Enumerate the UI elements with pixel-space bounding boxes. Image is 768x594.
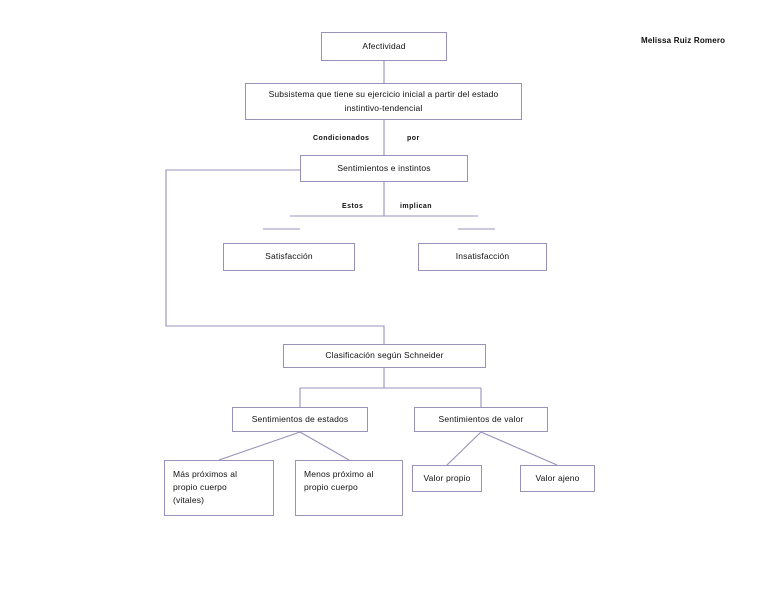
node-subsistema-label: Subsistema que tiene su ejercicio inicia… xyxy=(268,89,499,113)
node-insatisfaccion-label: Insatisfacción xyxy=(455,251,510,262)
node-menos-proximo-al-propio-cuerpo[interactable]: Menos próximo al propio cuerpo xyxy=(295,460,403,516)
node-satisfaccion[interactable]: Satisfacción xyxy=(223,243,355,271)
node-mas-proximos-al-propio-cuerpo-label: Más próximos al propio cuerpo (vitales) xyxy=(173,469,238,506)
edge-state-to-farther xyxy=(299,431,350,461)
edge-state-to-closer xyxy=(218,431,301,461)
node-clasificacion-schneider[interactable]: Clasificación según Schneider xyxy=(283,344,486,368)
node-menos-proximo-al-propio-cuerpo-label: Menos próximo al propio cuerpo xyxy=(304,469,374,493)
node-mas-proximos-al-propio-cuerpo[interactable]: Más próximos al propio cuerpo (vitales) xyxy=(164,460,274,516)
edge-label-implican: implican xyxy=(400,203,432,210)
edge-label-condicionados: Condicionados xyxy=(313,135,370,142)
node-satisfaccion-label: Satisfacción xyxy=(265,251,313,262)
node-valor-propio[interactable]: Valor propio xyxy=(412,465,482,492)
node-sentimientos-e-instintos-label: Sentimientos e instintos xyxy=(337,162,431,173)
edge-label-estos: Estos xyxy=(342,203,364,210)
node-subsistema[interactable]: Subsistema que tiene su ejercicio inicia… xyxy=(245,83,522,120)
author-name: Melissa Ruiz Romero xyxy=(641,36,726,45)
node-sentimientos-e-instintos[interactable]: Sentimientos e instintos xyxy=(300,155,468,182)
node-sentimientos-de-estados-label: Sentimientos de estados xyxy=(251,413,349,424)
node-sentimientos-de-estados[interactable]: Sentimientos de estados xyxy=(232,407,368,432)
edge-value-to-own xyxy=(446,431,482,466)
node-sentimientos-de-valor-label: Sentimientos de valor xyxy=(438,413,524,424)
edge-label-por: por xyxy=(407,135,420,142)
node-insatisfaccion[interactable]: Insatisfacción xyxy=(418,243,547,271)
node-valor-ajeno[interactable]: Valor ajeno xyxy=(520,465,595,492)
node-sentimientos-de-valor[interactable]: Sentimientos de valor xyxy=(414,407,548,432)
node-clasificacion-schneider-label: Clasificación según Schneider xyxy=(325,350,444,361)
node-valor-propio-label: Valor propio xyxy=(423,472,471,483)
node-valor-ajeno-label: Valor ajeno xyxy=(535,472,580,483)
node-afectividad-label: Afectividad xyxy=(362,40,406,51)
edge-value-to-other xyxy=(480,431,558,466)
node-afectividad[interactable]: Afectividad xyxy=(321,32,447,61)
